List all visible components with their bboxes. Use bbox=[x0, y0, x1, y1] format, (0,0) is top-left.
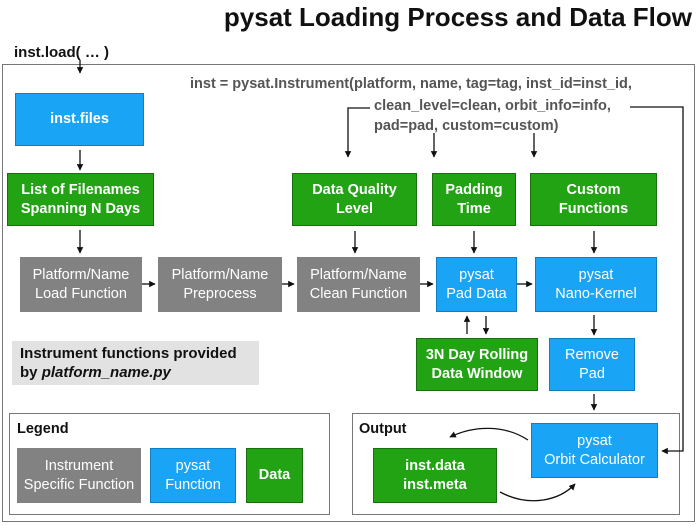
custom-functions-node: Custom Functions bbox=[530, 173, 657, 226]
clean-function-node: Platform/Name Clean Function bbox=[297, 257, 420, 312]
note-line1: Instrument functions provided bbox=[20, 345, 237, 362]
arrow-calculator-to-data bbox=[449, 427, 529, 441]
legend-panel bbox=[9, 413, 330, 515]
note-filename: platform_name.py bbox=[41, 364, 171, 381]
filenames-node: List of Filenames Spanning N Days bbox=[7, 173, 154, 226]
output-panel bbox=[352, 413, 680, 515]
rolling-window-node: 3N Day Rolling Data Window bbox=[416, 338, 538, 391]
padding-time-node: Padding Time bbox=[432, 173, 516, 226]
inst-data-node: inst.data inst.meta bbox=[373, 448, 497, 503]
inst-files-node: inst.files bbox=[15, 93, 144, 146]
instrument-call-line3: pad=pad, custom=custom) bbox=[374, 118, 559, 134]
load-function-node: Platform/Name Load Function bbox=[20, 257, 142, 312]
legend-pysat-function: pysat Function bbox=[150, 448, 236, 503]
note-line2: by platform_name.py bbox=[20, 364, 171, 381]
remove-pad-node: Remove Pad bbox=[549, 338, 635, 391]
instrument-call-line2: clean_level=clean, orbit_info=info, bbox=[374, 98, 611, 114]
instrument-functions-note: Instrument functions provided by platfor… bbox=[12, 341, 259, 385]
process-frame bbox=[2, 64, 695, 522]
pad-data-node: pysat Pad Data bbox=[436, 257, 517, 312]
instrument-call-line1: inst = pysat.Instrument(platform, name, … bbox=[190, 76, 632, 92]
arrow-clean-level-to-quality bbox=[344, 107, 370, 158]
legend-title: Legend bbox=[17, 421, 69, 437]
data-quality-node: Data Quality Level bbox=[292, 173, 417, 226]
output-title: Output bbox=[359, 421, 407, 437]
nano-kernel-node: pysat Nano-Kernel bbox=[535, 257, 657, 312]
preprocess-node: Platform/Name Preprocess bbox=[158, 257, 282, 312]
legend-instrument-function: Instrument Specific Function bbox=[17, 448, 141, 503]
arrow-data-to-calculator bbox=[499, 483, 576, 502]
load-call-label: inst.load( … ) bbox=[14, 44, 109, 61]
legend-data: Data bbox=[246, 448, 303, 503]
arrow-orbit-info-to-calculator bbox=[630, 106, 684, 455]
diagram-title: pysat Loading Process and Data Flow bbox=[223, 2, 692, 32]
orbit-calculator-node: pysat Orbit Calculator bbox=[531, 423, 658, 478]
